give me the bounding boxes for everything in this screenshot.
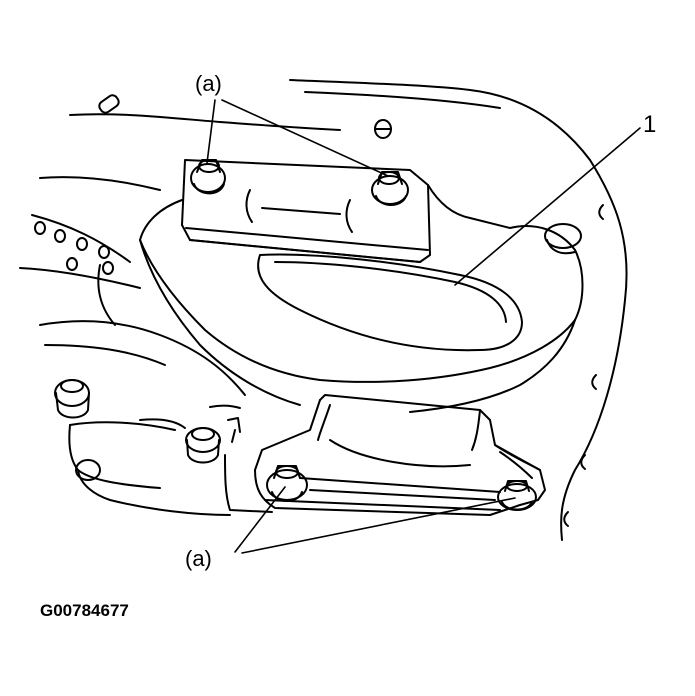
stud-middle [185, 427, 221, 464]
bolt-lower-left [266, 465, 308, 502]
upper-bracket-plate [181, 159, 471, 263]
callout-bolts-top: (a) [195, 71, 222, 96]
figure-id: G00784677 [40, 601, 129, 620]
bracket-body [139, 199, 584, 413]
callout-bolts-bottom: (a) [185, 546, 212, 571]
leader-lines [206, 99, 641, 554]
bolt-upper-right [371, 171, 409, 206]
bolt-lower-right [497, 480, 537, 511]
surface-marks [98, 94, 604, 527]
bolt-upper-left [190, 159, 226, 195]
stud-left [54, 379, 90, 419]
pulley-holes [34, 221, 114, 275]
engine-block-outline [19, 79, 628, 541]
callout-part-1: 1 [643, 111, 657, 138]
lower-left-housing [68, 404, 241, 516]
